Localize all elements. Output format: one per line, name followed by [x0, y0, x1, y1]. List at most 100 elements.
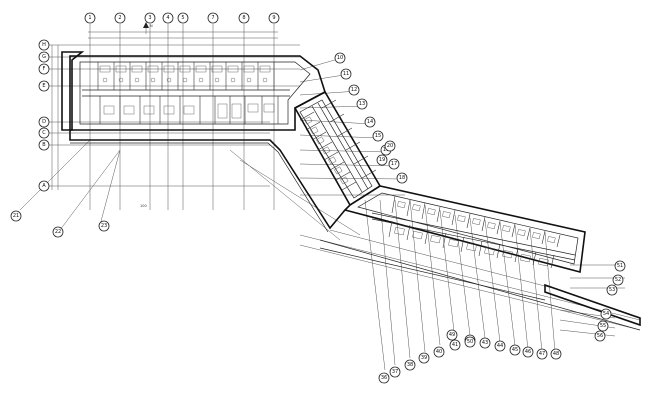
axis-bubble-36: 36	[378, 372, 390, 384]
axis-bubble-23: 23	[98, 220, 110, 232]
axis-bubble-label: 20	[387, 143, 393, 149]
axis-bubble-label: 1	[88, 15, 91, 21]
axis-bubble-circle	[404, 359, 416, 371]
axis-bubble-label: 36	[381, 375, 387, 381]
axis-bubble-circle	[38, 51, 50, 63]
axis-bubble-label: 10	[337, 55, 343, 61]
axis-bubble-label: H	[42, 42, 46, 48]
axis-bubble-circle	[38, 127, 50, 139]
lower-left-axis-bubbles: 21 22 23	[10, 210, 110, 238]
axis-bubble-label: 48	[553, 351, 559, 357]
axis-bubble-D: D	[38, 116, 50, 128]
axis-bubble-C: C	[38, 127, 50, 139]
axis-bubble-circle	[334, 52, 346, 64]
axis-bubble-label: 19	[379, 157, 385, 163]
axis-bubble-label: 43	[482, 340, 488, 346]
building-walls	[61, 51, 641, 331]
axis-bubble-51: 51	[614, 260, 626, 272]
axis-bubble-label: 53	[609, 287, 615, 293]
axis-bubble-41: 41	[449, 339, 461, 351]
axis-bubble-11: 11	[340, 68, 352, 80]
axis-bubble-circle	[597, 320, 609, 332]
axis-bubble-label: 23	[101, 223, 107, 229]
dimension-lines	[51, 31, 278, 190]
axis-bubble-circle	[340, 68, 352, 80]
axis-bubble-H: H	[38, 39, 50, 51]
axis-bubble-label: 21	[13, 213, 19, 219]
axis-bubble-56: 56	[594, 330, 606, 342]
axis-bubble-label: 3	[148, 15, 151, 21]
axis-bubble-circle	[177, 12, 189, 24]
axis-bubble-43: 43	[479, 337, 491, 349]
axis-bubble-label: 5	[181, 15, 184, 21]
axis-bubble-label: 47	[539, 351, 545, 357]
axis-bubble-13: 13	[356, 98, 368, 110]
axis-bubble-47: 47	[536, 348, 548, 360]
axis-bubble-label: 40	[436, 349, 442, 355]
axis-bubble-label: 22	[55, 229, 61, 235]
axis-bubble-label: 44	[497, 343, 503, 349]
axis-bubble-circle	[207, 12, 219, 24]
axis-bubble-4: 4	[162, 12, 174, 24]
axis-bubble-circle	[600, 308, 612, 320]
axis-bubble-circle	[238, 12, 250, 24]
axis-bubble-18: 18	[396, 172, 408, 184]
axis-bubble-circle	[356, 98, 368, 110]
axis-bubble-label: 14	[367, 119, 373, 125]
axis-bubble-circle	[38, 63, 50, 75]
axis-bubble-circle	[606, 284, 618, 296]
bottom-axis-bubbles: 363738394041424344454647484950	[378, 329, 562, 384]
axis-bubble-circle	[509, 344, 521, 356]
axis-bubble-label: C	[42, 130, 46, 136]
axis-bubble-37: 37	[389, 366, 401, 378]
axis-bubble-8: 8	[238, 12, 250, 24]
axis-bubble-21: 21	[10, 210, 22, 222]
axis-bubble-circle	[114, 12, 126, 24]
axis-bubble-circle	[372, 130, 384, 142]
axis-bubble-circle	[268, 12, 280, 24]
axis-bubble-circle	[494, 340, 506, 352]
axis-bubble-circle	[84, 12, 96, 24]
axis-bubble-circle	[388, 158, 400, 170]
axis-bubble-39: 39	[418, 352, 430, 364]
axis-bubble-circle	[38, 139, 50, 151]
axis-bubble-circle	[378, 372, 390, 384]
axis-bubble-17: 17	[388, 158, 400, 170]
axis-bubble-1: 1	[84, 12, 96, 24]
axis-bubble-label: 51	[617, 263, 623, 269]
axis-bubble-label: 49	[449, 332, 455, 338]
axis-bubble-label: D	[42, 119, 46, 125]
axis-bubble-circle	[384, 140, 396, 152]
axis-bubble-circle	[536, 348, 548, 360]
axis-bubble-label: 37	[392, 369, 398, 375]
axis-bubble-circle	[98, 220, 110, 232]
axis-bubble-circle	[464, 336, 476, 348]
axis-bubble-label: 7	[211, 15, 214, 21]
axis-bubble-label: 50	[467, 339, 473, 345]
axis-bubble-label: 17	[391, 161, 397, 167]
axis-bubble-circle	[348, 84, 360, 96]
axis-bubble-circle	[38, 116, 50, 128]
axis-bubble-F: F	[38, 63, 50, 75]
axis-bubble-label: 2	[118, 15, 121, 21]
axis-bubble-55: 55	[597, 320, 609, 332]
axis-bubble-2: 2	[114, 12, 126, 24]
axis-bubble-circle	[376, 154, 388, 166]
axis-bubble-52: 52	[612, 274, 624, 286]
room-fixtures	[99, 65, 556, 267]
axis-bubble-54: 54	[600, 308, 612, 320]
axis-bubble-circle	[433, 346, 445, 358]
axis-bubble-circle	[162, 12, 174, 24]
axis-bubble-label: A	[42, 183, 46, 189]
axis-bubble-label: G	[42, 54, 46, 60]
axis-bubble-circle	[144, 12, 156, 24]
axis-bubble-label: F	[43, 66, 46, 72]
axis-bubble-circle	[612, 274, 624, 286]
scale-label: 100	[140, 204, 147, 208]
axis-bubble-label: 54	[603, 311, 609, 317]
axis-bubble-label: 55	[600, 323, 606, 329]
axis-bubble-circle	[38, 180, 50, 192]
